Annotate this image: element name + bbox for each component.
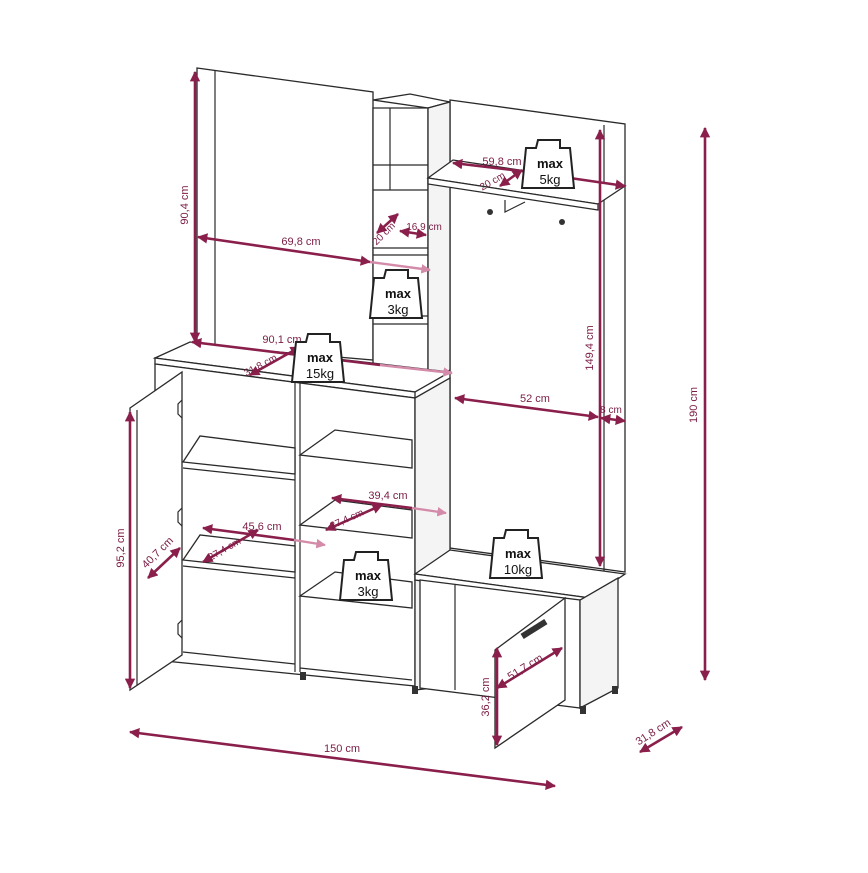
label-total-height: 190 cm <box>688 387 700 423</box>
weight-badge: max 10kg <box>488 529 544 579</box>
label-hat-shelf-width: 59,8 cm <box>482 156 521 168</box>
label-hanging-width: 52 cm <box>520 393 550 405</box>
weight-badge: max 15kg <box>290 333 346 383</box>
svg-text:3kg: 3kg <box>358 584 379 599</box>
label-side-panel: 8 cm <box>600 405 622 416</box>
label-hanging-height: 149,4 cm <box>584 325 596 370</box>
weight-badge: max 5kg <box>520 139 576 189</box>
coat-hook-icon <box>559 219 565 225</box>
label-niche-depth: 16,9 cm <box>406 222 442 233</box>
svg-text:max: max <box>537 156 564 171</box>
left-door <box>129 370 183 692</box>
svg-text:max: max <box>355 568 382 583</box>
mirror-panel <box>196 67 374 361</box>
label-top-width: 90,1 cm <box>262 334 301 346</box>
svg-text:5kg: 5kg <box>540 172 561 187</box>
svg-text:15kg: 15kg <box>306 366 334 381</box>
svg-text:max: max <box>385 286 412 301</box>
svg-text:max: max <box>505 546 532 561</box>
label-mid-shelf-width: 39,4 cm <box>368 490 407 502</box>
svg-text:max: max <box>307 350 334 365</box>
arrow-total-width <box>128 728 557 790</box>
handle-icon <box>520 619 548 639</box>
label-bench-door-height: 36,2 cm <box>480 677 492 716</box>
weight-badge: max 3kg <box>338 551 394 601</box>
label-left-shelf-width: 45,6 cm <box>242 521 281 533</box>
arrow-total-depth <box>639 725 683 754</box>
label-mirror-width: 69,8 cm <box>281 236 320 248</box>
svg-text:3kg: 3kg <box>388 302 409 317</box>
niche-column <box>372 107 429 383</box>
label-total-width: 150 cm <box>324 743 360 755</box>
weight-badge: max 3kg <box>368 269 424 319</box>
label-mirror-height: 90,4 cm <box>179 185 191 224</box>
svg-text:10kg: 10kg <box>504 562 532 577</box>
hanging-rail <box>504 200 526 213</box>
label-left-height: 95,2 cm <box>115 528 127 567</box>
coat-hook-icon <box>487 209 493 215</box>
dimension-arrows <box>124 70 711 790</box>
